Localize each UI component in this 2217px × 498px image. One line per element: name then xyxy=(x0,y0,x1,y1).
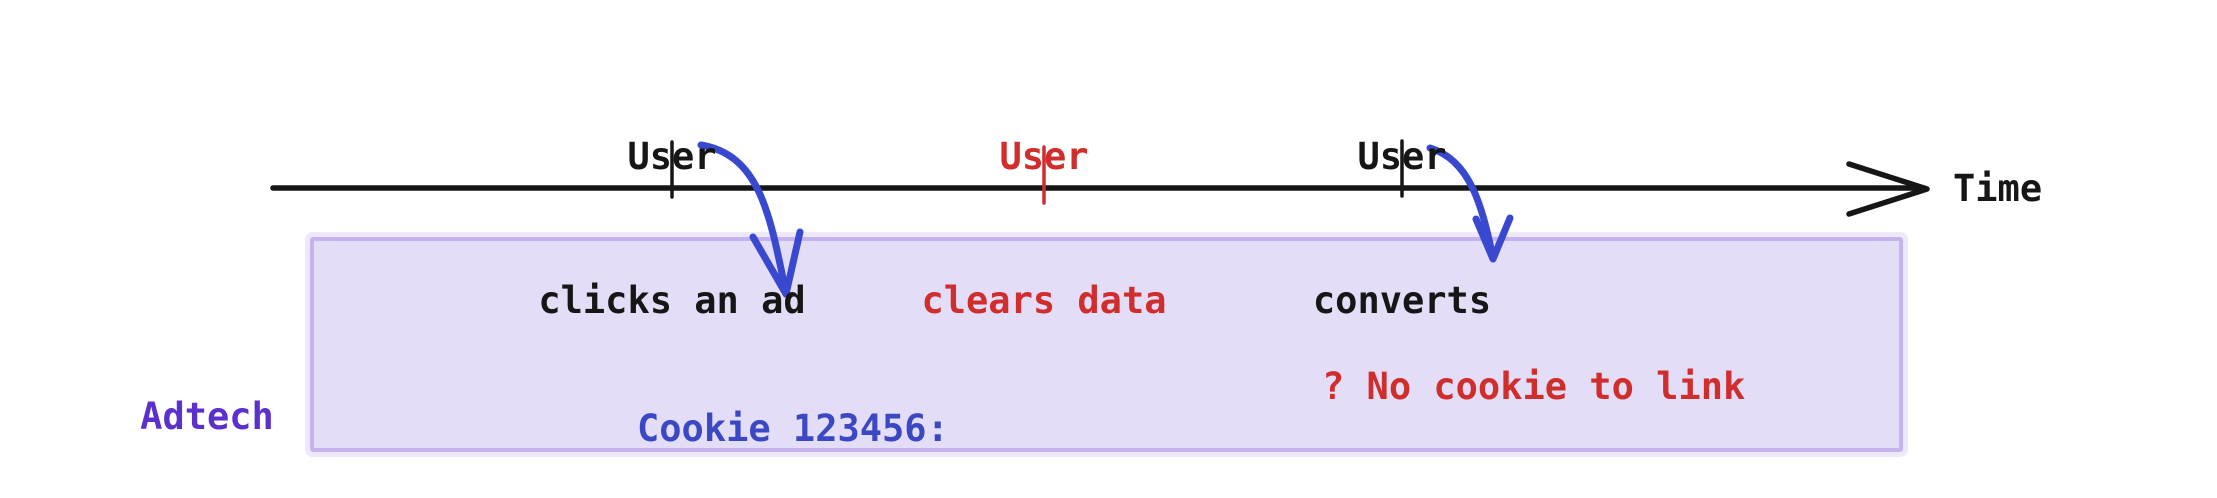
warning-line: ? No cookie to link xyxy=(1322,365,1746,408)
adtech-server-box xyxy=(310,237,1903,452)
arrow-click-to-cookie-icon xyxy=(697,141,804,298)
no-cookie-warning-note: ? No cookie to link this conversion to ⇒… xyxy=(1322,272,1745,498)
adtech-server-label: Adtech server xyxy=(140,297,274,498)
cookie-note-line1: Cookie 123456: xyxy=(637,407,949,450)
cookie-logged-note: Cookie 123456: Ad clicked xyxy=(637,309,949,498)
time-axis-label: Time xyxy=(1953,167,2043,210)
arrow-convert-to-warning-icon xyxy=(1426,144,1514,263)
event-label-user-clears-data: User clears data xyxy=(921,37,1166,421)
event-label-line: User xyxy=(1357,135,1447,178)
event-label-user-converts: User converts xyxy=(1313,37,1491,421)
event-label-user-clicks-ad: User clicks an ad xyxy=(538,37,805,421)
adtech-server-label-line: Adtech xyxy=(140,395,274,438)
event-label-line: clicks an ad xyxy=(538,279,806,322)
time-axis-arrowhead-icon xyxy=(1846,161,1930,217)
event-label-line: User xyxy=(999,135,1089,178)
event-label-line: clears data xyxy=(921,279,1167,322)
event-label-line: User xyxy=(627,135,717,178)
event-label-line: converts xyxy=(1312,279,1492,322)
